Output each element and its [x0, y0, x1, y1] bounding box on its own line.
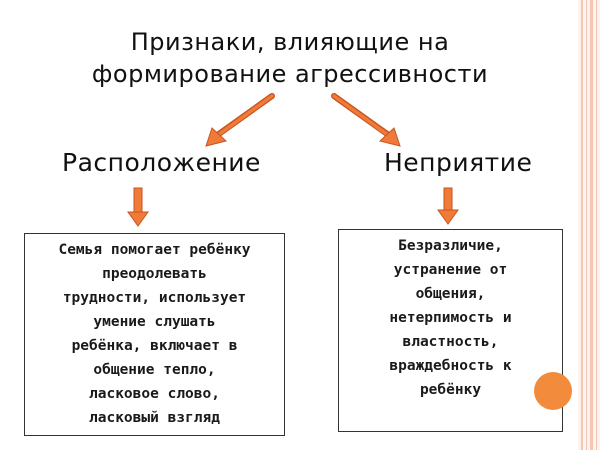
text-line: ласковое слово,	[89, 386, 220, 402]
text-line: Безразличие,	[398, 238, 503, 254]
text-line: нетерпимость и	[389, 310, 512, 326]
text-line: общения,	[415, 286, 486, 302]
box-rejection-description: Безразличие, устранение от общения, нете…	[338, 229, 563, 432]
diagram-title: Признаки, влияющие на формирование агрес…	[80, 26, 500, 90]
text-line: ребёнка, включает в	[71, 338, 238, 354]
box-affection-description: Семья помогает ребёнку преодолевать труд…	[24, 233, 285, 436]
title-line-2: формирование агрессивности	[91, 60, 489, 88]
text-line: устранение от	[393, 262, 508, 278]
arrow-down-right	[437, 187, 459, 225]
text-line: трудности, использует	[62, 290, 247, 306]
text-line: ласковый взгляд	[89, 410, 220, 426]
decorative-circle	[534, 372, 572, 410]
branch-label-affection: Расположение	[62, 148, 261, 177]
title-line-1: Признаки, влияющие на	[130, 28, 450, 56]
text-line: общение тепло,	[93, 362, 216, 378]
arrow-to-left-branch	[205, 93, 275, 147]
text-line: Семья помогает ребёнку	[58, 242, 251, 258]
text-line: властность,	[402, 334, 499, 350]
branch-label-rejection: Неприятие	[384, 148, 533, 177]
edge-stripes	[578, 0, 600, 450]
text-line: враждебность к	[389, 358, 512, 374]
text-line: ребёнку	[419, 382, 482, 398]
arrow-down-left	[127, 187, 149, 227]
arrow-to-right-branch	[331, 93, 401, 147]
text-line: преодолевать	[102, 266, 207, 282]
text-line: умение слушать	[93, 314, 216, 330]
